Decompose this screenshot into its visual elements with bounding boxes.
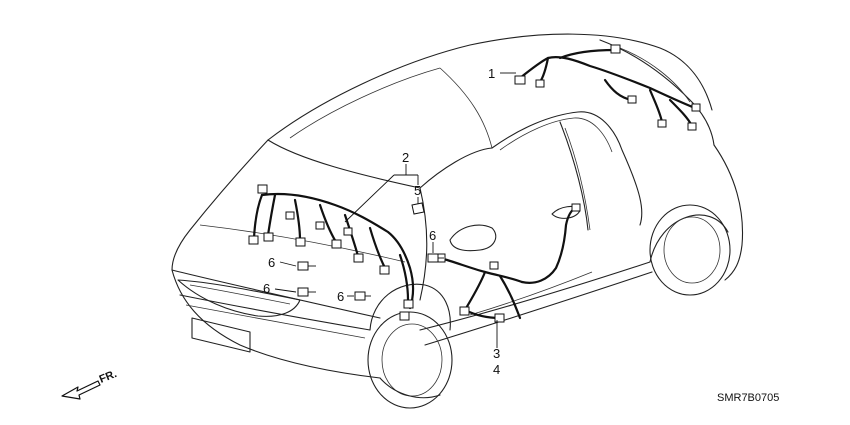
relay-part bbox=[411, 202, 425, 215]
callout-2: 2 bbox=[402, 150, 409, 165]
callout-labels: 1 2 5 6 6 6 6 3 4 bbox=[263, 66, 500, 377]
diagram-code: SMR7B0705 bbox=[717, 392, 779, 404]
engine-bay-wire-harness bbox=[248, 184, 415, 321]
floor-wire-harness bbox=[435, 203, 581, 323]
callout-4: 4 bbox=[493, 362, 500, 377]
car-body bbox=[171, 33, 744, 409]
callout-6-lower-left: 6 bbox=[263, 281, 270, 296]
callout-6-upper-left: 6 bbox=[268, 255, 275, 270]
callout-1: 1 bbox=[488, 66, 495, 81]
front-direction-indicator: FR. bbox=[61, 368, 119, 400]
callout-3: 3 bbox=[493, 346, 500, 361]
front-arrow-icon bbox=[61, 380, 101, 400]
callout-6-right: 6 bbox=[429, 228, 436, 243]
front-direction-label: FR. bbox=[98, 368, 119, 386]
callout-6-center: 6 bbox=[337, 289, 344, 304]
callout-5: 5 bbox=[414, 183, 421, 198]
roof-wire-harness bbox=[514, 44, 701, 131]
bolts bbox=[297, 253, 444, 301]
leader-lines bbox=[274, 72, 516, 348]
